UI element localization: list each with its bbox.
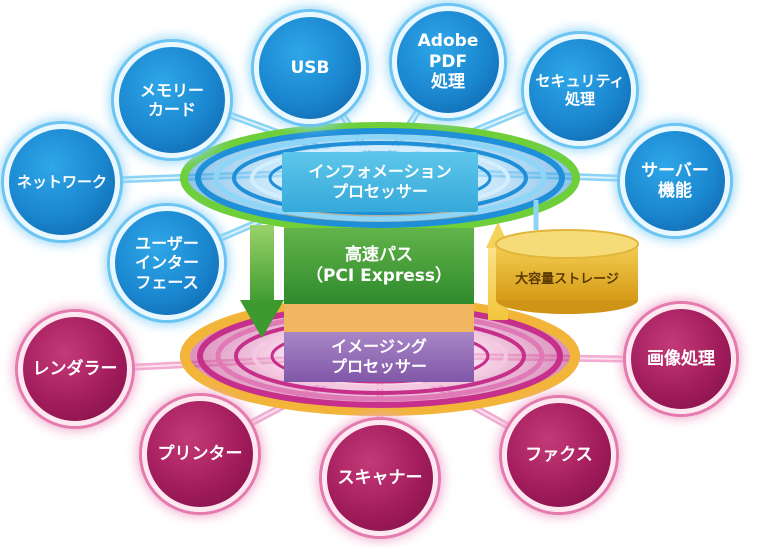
node-adobe-pdf: Adobe PDF 処理: [392, 6, 504, 118]
node-scanner: スキャナー: [322, 420, 438, 536]
node-printer: プリンター: [142, 396, 258, 512]
storage-label: 大容量ストレージ: [515, 271, 619, 287]
node-image-processing: 画像処理: [626, 304, 736, 414]
down-arrow-icon: [240, 225, 284, 338]
node-renderer: レンダラー: [18, 312, 132, 426]
node-server: サーバー 機能: [620, 126, 730, 236]
bus-label: 高速パス （PCI Express）: [284, 228, 474, 304]
storage-cylinder: [495, 200, 639, 314]
node-usb: USB: [254, 12, 366, 124]
node-memory-card: メモリー カード: [114, 42, 230, 158]
node-fax: ファクス: [502, 398, 616, 512]
imaging-processor-label: イメージング プロセッサー: [284, 332, 474, 382]
node-user-interface: ユーザー インター フェース: [110, 206, 224, 320]
node-security: セキュリティ 処理: [524, 34, 636, 146]
node-network: ネットワーク: [4, 124, 120, 240]
info-processor-label: インフォメーション プロセッサー: [282, 152, 478, 212]
